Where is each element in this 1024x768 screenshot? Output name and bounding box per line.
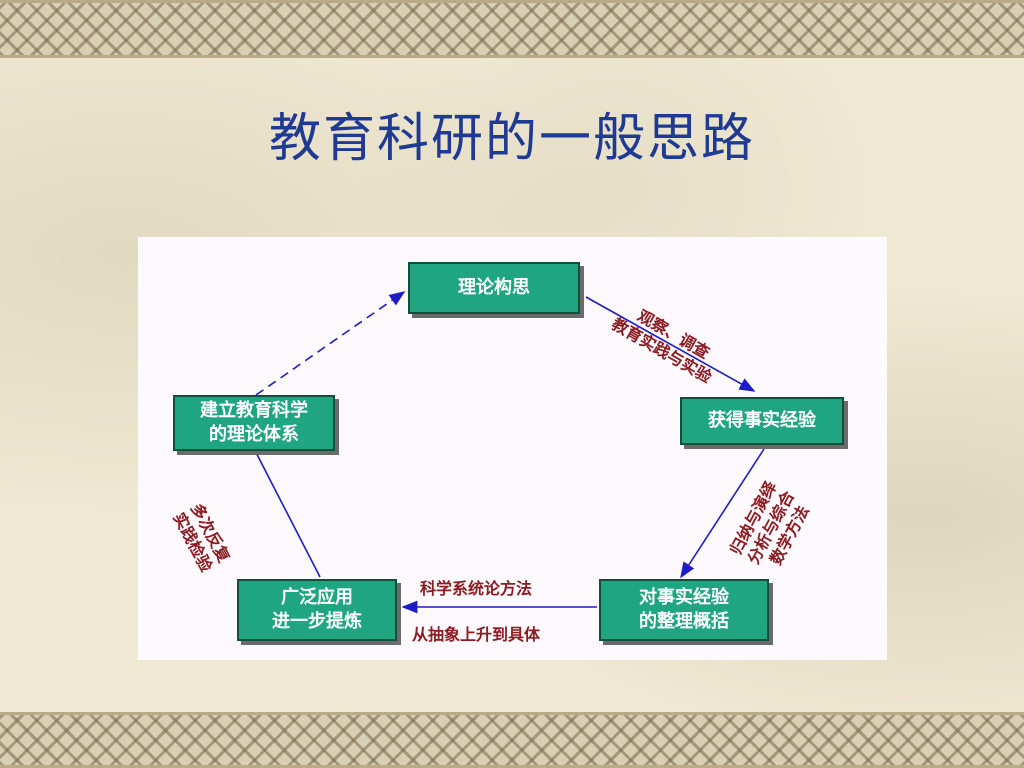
node-theory: 理论构思 [408, 262, 580, 314]
node-organize: 对事实经验 的整理概括 [599, 579, 769, 641]
research-cycle-diagram: 理论构思 获得事实经验 对事实经验 的整理概括 广泛应用 进一步提炼 建立教育科… [138, 237, 887, 660]
slide-title: 教育科研的一般思路 [268, 109, 755, 169]
decorative-bottom-border [0, 712, 1024, 768]
arrow-facts-to-organize [680, 448, 765, 579]
arrow-build-to-theory-dashed [255, 291, 406, 396]
node-build: 建立教育科学 的理论体系 [173, 395, 335, 451]
decorative-top-border [0, 0, 1024, 58]
node-facts: 获得事实经验 [680, 397, 844, 445]
arrow-theory-to-facts [585, 296, 756, 392]
node-apply: 广泛应用 进一步提炼 [237, 579, 397, 641]
diagram-arrows [247, 291, 765, 614]
label-abstract-to-concrete: 从抽象上升到具体 [412, 625, 541, 644]
label-system-method: 科学系统论方法 [420, 579, 533, 598]
arrow-apply-to-build [247, 435, 321, 578]
